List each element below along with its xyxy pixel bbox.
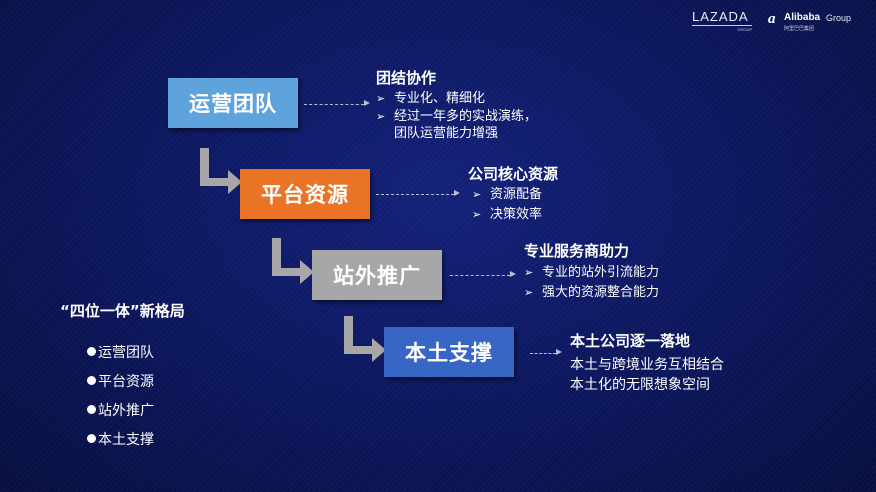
summary-list-item: 运营团队 [87, 344, 154, 373]
lazada-logo: LAZADA GROUP [692, 10, 752, 32]
bullet-dot-icon [87, 376, 96, 385]
alibaba-logo-mark: a [768, 11, 776, 27]
chevron-bullet-icon: ➢ [472, 188, 482, 201]
alibaba-group-logo: a Alibaba Group 阿里巴巴集团 [768, 10, 868, 32]
annotation-item: ➢强大的资源整合能力 [524, 285, 660, 300]
bullet-dot-icon [87, 347, 96, 356]
bullet-dot-icon [87, 434, 96, 443]
alibaba-logo-word: Alibaba [784, 12, 821, 23]
summary-title: “四位一体”新格局 [60, 302, 185, 320]
annotation-item: ➢专业的站外引流能力 [524, 265, 660, 280]
summary-list-item: 本土支撑 [87, 431, 154, 460]
dashed-connector-4 [530, 349, 562, 356]
chevron-bullet-icon: ➢ [524, 266, 534, 279]
annotation-title-teamwork: 团结协作 [376, 69, 437, 87]
alibaba-logo-group: Group [826, 13, 852, 23]
dashed-connector-1 [304, 100, 370, 107]
alibaba-logo-chinese: 阿里巴巴集团 [784, 26, 815, 32]
bullet-dot-icon [87, 405, 96, 414]
annotation-item: ➢专业化、精细化 [376, 91, 486, 106]
summary-list: 运营团队 平台资源 站外推广 本土支撑 [87, 344, 154, 460]
lazada-logo-word: LAZADA [692, 9, 749, 24]
annotation-line: 本土化的无限想象空间 [570, 377, 710, 393]
annotation-line: 本土与跨境业务互相结合 [570, 357, 724, 373]
annotation-item: ➢经过一年多的实战演练， [376, 109, 538, 124]
summary-list-item: 站外推广 [87, 402, 154, 431]
annotation-title-local-companies: 本土公司逐一落地 [570, 332, 691, 350]
step-box-offsite-promotion: 站外推广 [312, 250, 442, 300]
lazada-logo-rule [692, 25, 752, 26]
annotation-item: ➢决策效率 [472, 207, 543, 222]
lazada-logo-group: GROUP [737, 27, 752, 32]
step-box-operations-team: 运营团队 [168, 78, 298, 128]
dashed-connector-3 [450, 271, 516, 278]
dashed-connector-2 [376, 190, 460, 197]
elbow-arrow-2-to-3 [272, 238, 314, 284]
annotation-item: ➢资源配备 [472, 187, 543, 202]
elbow-arrow-1-to-2 [200, 148, 242, 194]
annotation-title-service-providers: 专业服务商助力 [524, 242, 630, 260]
annotation-item-continued: 团队运营能力增强 [394, 126, 499, 141]
chevron-bullet-icon: ➢ [524, 286, 534, 299]
chevron-bullet-icon: ➢ [376, 110, 386, 123]
summary-list-item: 平台资源 [87, 373, 154, 402]
elbow-arrow-3-to-4 [344, 316, 386, 362]
annotation-title-core-resources: 公司核心资源 [468, 165, 559, 183]
step-box-platform-resources: 平台资源 [240, 169, 370, 219]
step-box-local-support: 本土支撑 [384, 327, 514, 377]
chevron-bullet-icon: ➢ [472, 208, 482, 221]
chevron-bullet-icon: ➢ [376, 92, 386, 105]
